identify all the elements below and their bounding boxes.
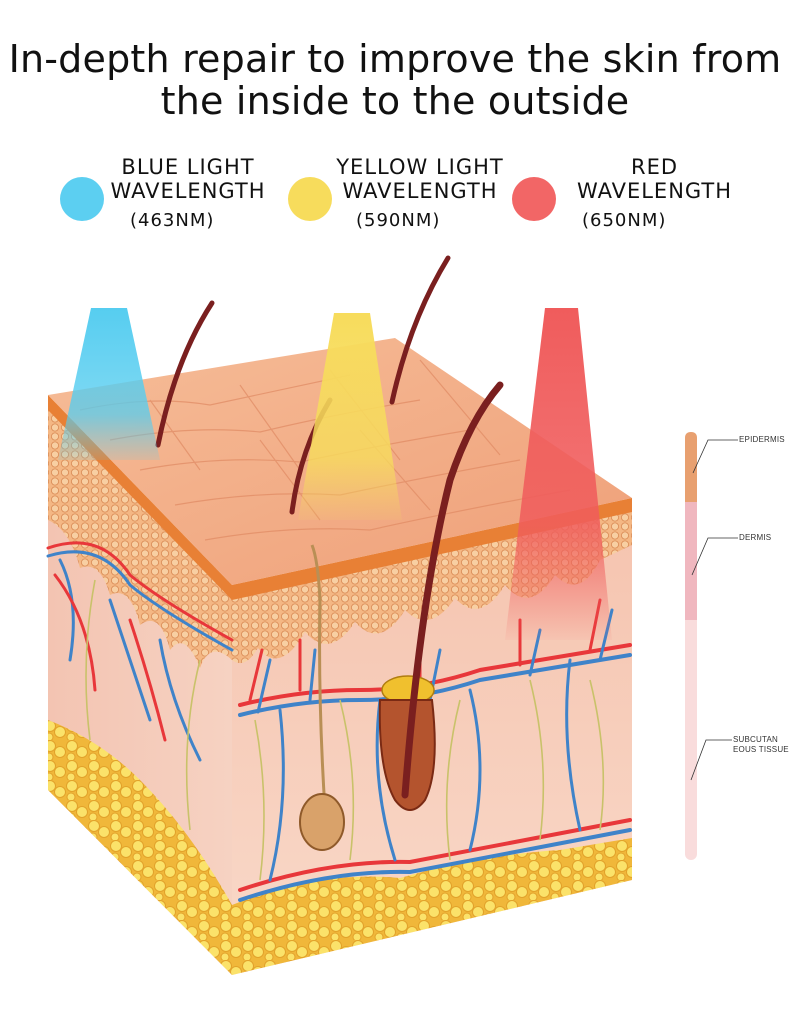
fat-layer-side <box>48 720 232 975</box>
red-light-dot <box>512 177 556 221</box>
red-light-value: (650NM) <box>582 210 667 231</box>
red-light-title: RED WAVELENGTH <box>576 155 733 203</box>
yellow-light-value: (590NM) <box>356 210 441 231</box>
vein-lower <box>238 828 632 902</box>
epidermis-label: EPIDERMIS <box>739 435 785 444</box>
hair-3 <box>389 255 451 405</box>
red-light-beam <box>505 308 612 640</box>
title-line-1: In-depth repair to improve the skin from <box>8 37 782 81</box>
layer-bar-dermis <box>685 502 697 620</box>
page-title: In-depth repair to improve the skin from… <box>0 38 790 122</box>
blue-light-beam <box>58 308 160 460</box>
dermis-label: DERMIS <box>739 533 772 542</box>
yellow-light-beam <box>298 313 402 520</box>
blue-light-dot <box>60 177 104 221</box>
title-line-2: the inside to the outside <box>160 79 630 123</box>
fat-layer-front <box>232 838 632 975</box>
sweat-gland <box>299 793 345 851</box>
yellow-light-dot <box>288 177 332 221</box>
layer-bar-epidermis <box>685 432 697 502</box>
yellow-light-title: YELLOW LIGHT WAVELENGTH <box>336 155 504 203</box>
hair-1 <box>155 300 215 448</box>
blue-light-value: (463NM) <box>130 210 215 231</box>
epidermis-cells-side <box>48 395 232 668</box>
subcutaneous-label: SUBCUTAN EOUS TISSUE <box>733 735 789 754</box>
hair-4 <box>401 381 504 799</box>
blue-light-title: BLUE LIGHT WAVELENGTH <box>110 155 266 203</box>
artery-lower <box>238 818 632 892</box>
